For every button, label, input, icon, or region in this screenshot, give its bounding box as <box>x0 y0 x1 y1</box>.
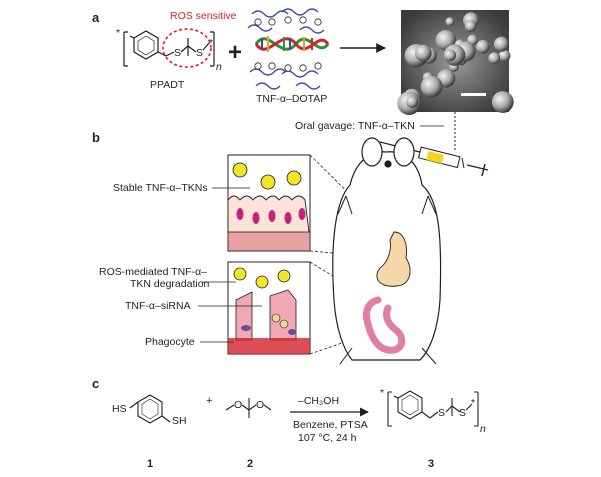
panel-label-a: a <box>92 10 100 25</box>
intestine-zoom-bottom <box>227 261 311 355</box>
ros-degradation-label-line2: TKN degradation <box>130 278 210 290</box>
phagocyte-label: Phagocyte <box>145 336 195 348</box>
compound-3-structure <box>387 390 479 427</box>
compound-1-structure <box>129 394 171 424</box>
sulfur-atom-2: S <box>196 47 203 59</box>
sirna-label: TNF-α–siRNA <box>125 300 191 312</box>
conditions-line1: Benzene, PTSA <box>293 419 368 431</box>
conditions-line2: 107 °C, 24 h <box>298 432 357 444</box>
mouse-illustration <box>332 137 442 365</box>
plus-sign-c: + <box>206 395 212 407</box>
nanoparticle-sphere <box>443 49 457 62</box>
compound-number-1: 1 <box>147 458 153 470</box>
compound-number-3: 3 <box>428 458 434 470</box>
plus-sign-a: + <box>228 39 242 66</box>
tnf-dotap-label: TNF-α–DOTAP <box>256 93 327 105</box>
repeat-n-a: n <box>216 61 222 73</box>
ros-degradation-label-line1: ROS-mediated TNF-α– <box>99 266 207 278</box>
colon-icon <box>362 296 406 354</box>
nanoparticle-sphere <box>464 20 477 32</box>
repeat-n-c: n <box>480 423 486 435</box>
stable-tkns-label: Stable TNF-α–TKNs <box>113 182 208 194</box>
nanoparticle-sphere <box>476 40 490 54</box>
sulfur-c-2: S <box>459 407 466 419</box>
nanoparticle-sphere <box>420 75 443 98</box>
compound-number-2: 2 <box>247 458 253 470</box>
syringe-icon <box>363 141 489 177</box>
asterisk-c-left: * <box>380 387 384 399</box>
nanoparticle-sphere <box>498 49 511 62</box>
asterisk-right: * <box>209 37 213 49</box>
nanoparticle-sphere <box>491 91 514 113</box>
sulfur-atom-1: S <box>174 47 181 59</box>
asterisk-c-right: * <box>471 397 475 409</box>
asterisk-left: * <box>116 27 120 39</box>
stomach-icon <box>376 231 411 287</box>
byproduct-label: –CH₃OH <box>298 395 339 407</box>
hs-left: HS <box>112 403 127 415</box>
ppadt-label: PPADT <box>150 79 185 91</box>
sulfur-c-1: S <box>438 407 445 419</box>
nanoparticle-sphere <box>414 44 432 62</box>
panel-label-b: b <box>92 130 100 145</box>
nanoparticle-sphere <box>493 36 509 52</box>
nanoparticle-sphere <box>445 17 455 27</box>
ros-sensitive-circle <box>162 28 212 68</box>
nanoparticle-sphere <box>406 96 418 108</box>
ros-sensitive-label: ROS sensitive <box>170 10 237 22</box>
panel-label-c: c <box>92 376 99 391</box>
sem-micrograph <box>397 10 514 115</box>
oxygen-left: O <box>234 399 242 411</box>
nanoparticle-sphere <box>488 52 501 65</box>
ppadt-structure <box>123 30 215 67</box>
compound-2-structure <box>225 398 272 418</box>
dna-dotap-complex-icon <box>247 8 330 90</box>
intestine-zoom-top <box>227 154 311 252</box>
sh-right: SH <box>172 415 187 427</box>
oxygen-right: O <box>256 399 264 411</box>
oral-gavage-label: Oral gavage: TNF-α–TKN <box>295 120 415 132</box>
